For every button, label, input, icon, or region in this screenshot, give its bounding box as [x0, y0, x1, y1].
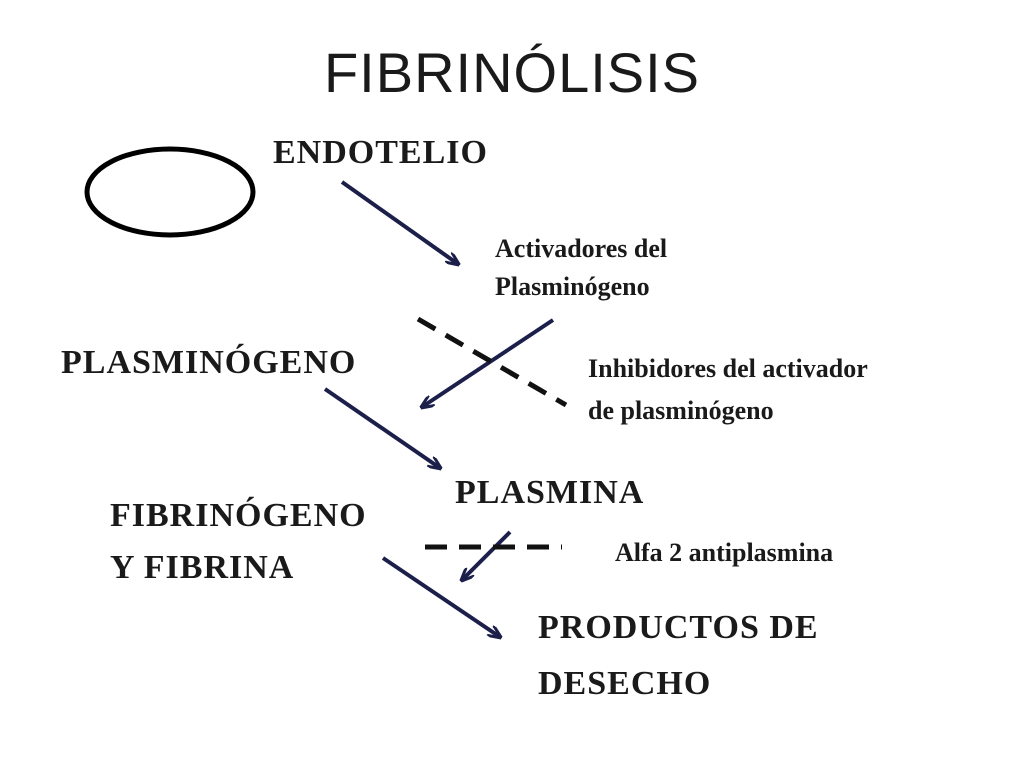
node-endotelio: ENDOTELIO — [273, 134, 488, 171]
productos-line2: DESECHO — [538, 665, 712, 702]
fibrinogeno-line1: FIBRINÓGENO — [110, 497, 367, 534]
node-productos-de-desecho: PRODUCTOS DE DESECHO — [538, 600, 819, 712]
page-title: FIBRINÓLISIS — [323, 41, 701, 104]
node-inhibidores: Inhibidores del activador de plasminógen… — [588, 348, 868, 432]
arrow-fibrinogeno-to-productos — [381, 556, 500, 637]
node-alfa2-antiplasmina: Alfa 2 antiplasmina — [615, 538, 834, 567]
arrow-endotelio-to-activadores — [340, 180, 458, 264]
arrow-activadores-to-plasminogeno — [422, 318, 555, 407]
node-fibrinogeno: FIBRINÓGENO Y FIBRINA — [110, 490, 367, 594]
inhibitor-dashed-line — [416, 316, 568, 408]
inhibidores-line2: de plasminógeno — [588, 396, 774, 425]
node-activadores: Activadores del Plasminógeno — [495, 230, 667, 306]
productos-line1: PRODUCTOS DE — [538, 609, 819, 646]
arrow-plasmina-to-productos — [462, 530, 512, 580]
activadores-line2: Plasminógeno — [495, 272, 650, 301]
activadores-line1: Activadores del — [495, 234, 668, 263]
arrow-plasminogeno-to-plasmina — [323, 387, 440, 468]
node-plasmina: PLASMINA — [455, 474, 645, 511]
inhibidores-line1: Inhibidores del activador — [588, 354, 868, 383]
node-plasminogeno: PLASMINÓGENO — [61, 344, 357, 381]
fibrinogeno-line2: Y FIBRINA — [110, 549, 295, 586]
endothelium-oval-icon — [84, 146, 256, 238]
